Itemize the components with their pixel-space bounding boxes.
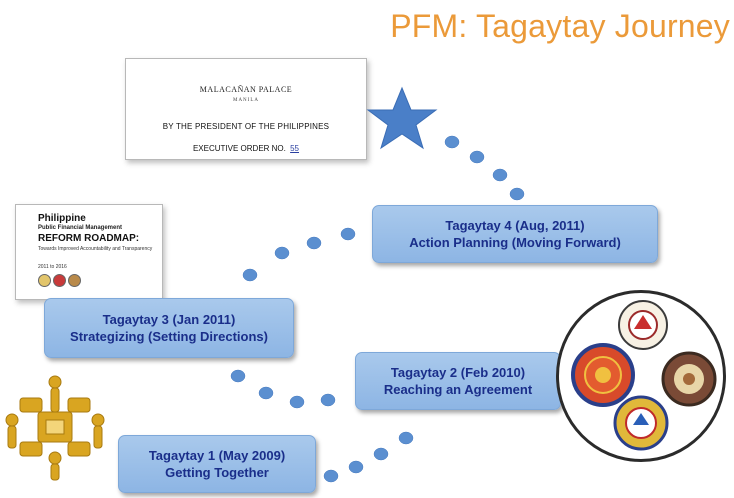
milestone-tagaytay-1: Tagaytay 1 (May 2009) Getting Together (118, 435, 316, 493)
milestone-tagaytay-2: Tagaytay 2 (Feb 2010) Reaching an Agreem… (355, 352, 561, 410)
eo-number: 55 (290, 144, 300, 153)
path-dot (469, 150, 485, 164)
roadmap-seals (38, 274, 81, 287)
milestone-title: Tagaytay 3 (Jan 2011) (102, 312, 236, 327)
agency-seals-icon (556, 290, 726, 462)
path-dot (258, 386, 274, 400)
page-title: PFM: Tagaytay Journey (390, 8, 730, 44)
eo-line-2: MANILA (233, 98, 259, 103)
path-dot (509, 187, 525, 201)
path-dot (274, 246, 290, 260)
path-dot (306, 236, 322, 250)
people-puzzle-icon (5, 375, 105, 481)
milestone-tagaytay-3: Tagaytay 3 (Jan 2011) Strategizing (Sett… (44, 298, 294, 358)
milestone-tagaytay-4: Tagaytay 4 (Aug, 2011) Action Planning (… (372, 205, 658, 263)
milestone-title: Tagaytay 1 (May 2009) (148, 448, 286, 463)
executive-order-document: MALACAÑAN PALACE MANILA BY THE PRESIDENT… (125, 58, 367, 160)
path-dot (398, 431, 414, 445)
path-dot (320, 393, 336, 407)
roadmap-line-5: 2011 to 2016 (38, 264, 67, 270)
milestone-title: Tagaytay 2 (Feb 2010) (390, 365, 526, 380)
roadmap-line-4: Towards Improved Accountability and Tran… (38, 246, 153, 252)
seal-icon (68, 274, 81, 287)
roadmap-line-1: Philippine (38, 213, 86, 224)
path-dot (289, 395, 305, 409)
seals-group (571, 300, 717, 451)
seal-icon (53, 274, 66, 287)
eo-line-1: MALACAÑAN PALACE (199, 85, 293, 94)
milestone-subtitle: Strategizing (Setting Directions) (70, 329, 268, 344)
eo-label: EXECUTIVE ORDER NO. (192, 144, 286, 153)
path-dot (444, 135, 460, 149)
milestone-subtitle: Getting Together (165, 465, 269, 480)
path-dot (323, 469, 339, 483)
star-icon (366, 86, 438, 150)
path-dot (230, 369, 246, 383)
eo-line-3: BY THE PRESIDENT OF THE PHILIPPINES (162, 122, 330, 131)
path-dot (340, 227, 356, 241)
eo-line-4: EXECUTIVE ORDER NO. 55 (126, 144, 366, 153)
path-dot (242, 268, 258, 282)
milestone-subtitle: Reaching an Agreement (383, 382, 533, 397)
milestone-title: Tagaytay 4 (Aug, 2011) (445, 218, 585, 233)
reform-roadmap-document: Philippine Public Financial Management R… (15, 204, 163, 300)
roadmap-line-2: Public Financial Management (38, 225, 123, 231)
path-dot (492, 168, 508, 182)
path-dot (348, 460, 364, 474)
path-dot (373, 447, 389, 461)
roadmap-line-3: REFORM ROADMAP: (38, 233, 140, 244)
milestone-subtitle: Action Planning (Moving Forward) (409, 235, 621, 250)
seal-icon (38, 274, 51, 287)
